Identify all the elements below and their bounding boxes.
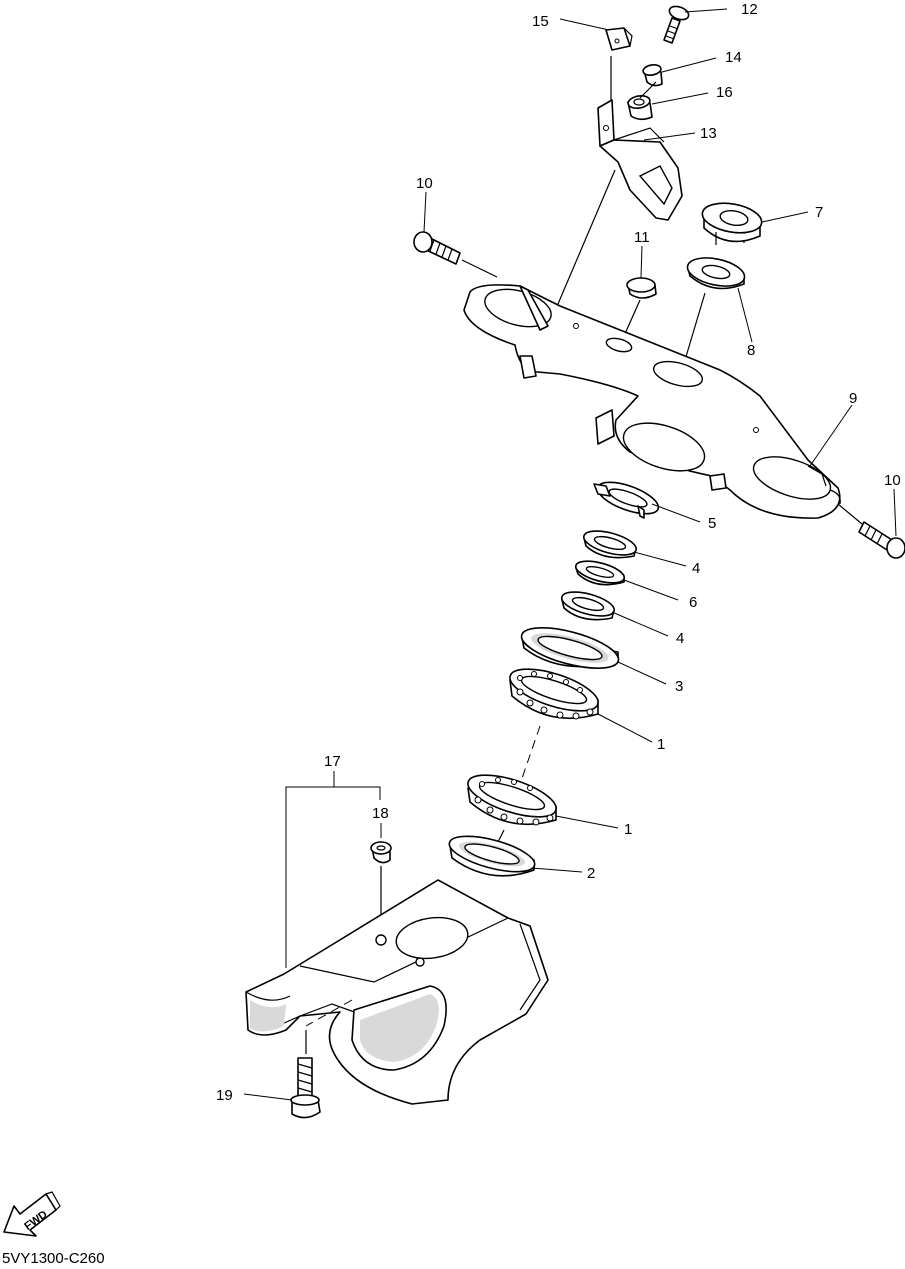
callout-7: 7 — [815, 204, 823, 221]
callout-17: 17 — [324, 753, 341, 770]
grommet-part-18 — [370, 841, 392, 864]
callout-13: 13 — [700, 125, 717, 142]
washer-part-6 — [574, 560, 626, 586]
callout-4-upper: 4 — [692, 560, 700, 577]
fwd-arrow-icon: FWD — [3, 1191, 61, 1237]
callout-10-right: 10 — [884, 472, 901, 489]
callout-8: 8 — [747, 342, 755, 359]
bolt-part-10-left — [413, 231, 461, 265]
callout-6: 6 — [689, 594, 697, 611]
ring-nut-part-4-lower — [560, 591, 616, 621]
collar-part-14 — [642, 64, 663, 87]
leader-lines — [243, 8, 897, 1101]
upper-bracket-part-9 — [463, 284, 841, 519]
washer-part-8 — [686, 257, 746, 290]
callout-5: 5 — [708, 515, 716, 532]
callout-2: 2 — [587, 865, 595, 882]
diagram-reference-code: 5VY1300-C260 — [2, 1250, 105, 1267]
bolt-part-10-right — [858, 521, 905, 559]
ring-nut-part-4-upper — [582, 530, 638, 559]
callout-4-lower: 4 — [676, 630, 684, 647]
callout-9: 9 — [849, 390, 857, 407]
callout-11: 11 — [634, 229, 650, 246]
bearing-part-1-lower — [467, 774, 557, 826]
lock-washer-part-5 — [593, 481, 660, 519]
callout-16: 16 — [716, 84, 733, 101]
grommet-part-16 — [627, 94, 653, 121]
clip-part-15 — [605, 27, 633, 51]
bolt-part-19 — [290, 1057, 321, 1119]
callout-15: 15 — [532, 13, 549, 30]
callout-1-lower: 1 — [624, 821, 632, 838]
callout-1-upper: 1 — [657, 736, 665, 753]
callout-18: 18 — [372, 805, 389, 822]
dust-seal-part-3 — [520, 627, 620, 669]
bearing-part-1-upper — [509, 668, 599, 720]
seal-part-2 — [448, 835, 536, 877]
bolt-part-12 — [663, 5, 690, 44]
nut-part-7 — [701, 202, 763, 245]
bracket-part-13 — [597, 99, 683, 221]
callout-12: 12 — [741, 1, 758, 18]
callout-3: 3 — [675, 678, 683, 695]
callout-labels: 12 15 14 16 13 10 7 11 8 9 10 5 4 6 4 3 … — [216, 1, 901, 1104]
cover-part-17 — [245, 879, 549, 1105]
callout-14: 14 — [725, 49, 742, 66]
callout-19: 19 — [216, 1087, 233, 1104]
callout-10-left: 10 — [416, 175, 433, 192]
cap-part-11 — [626, 277, 657, 299]
